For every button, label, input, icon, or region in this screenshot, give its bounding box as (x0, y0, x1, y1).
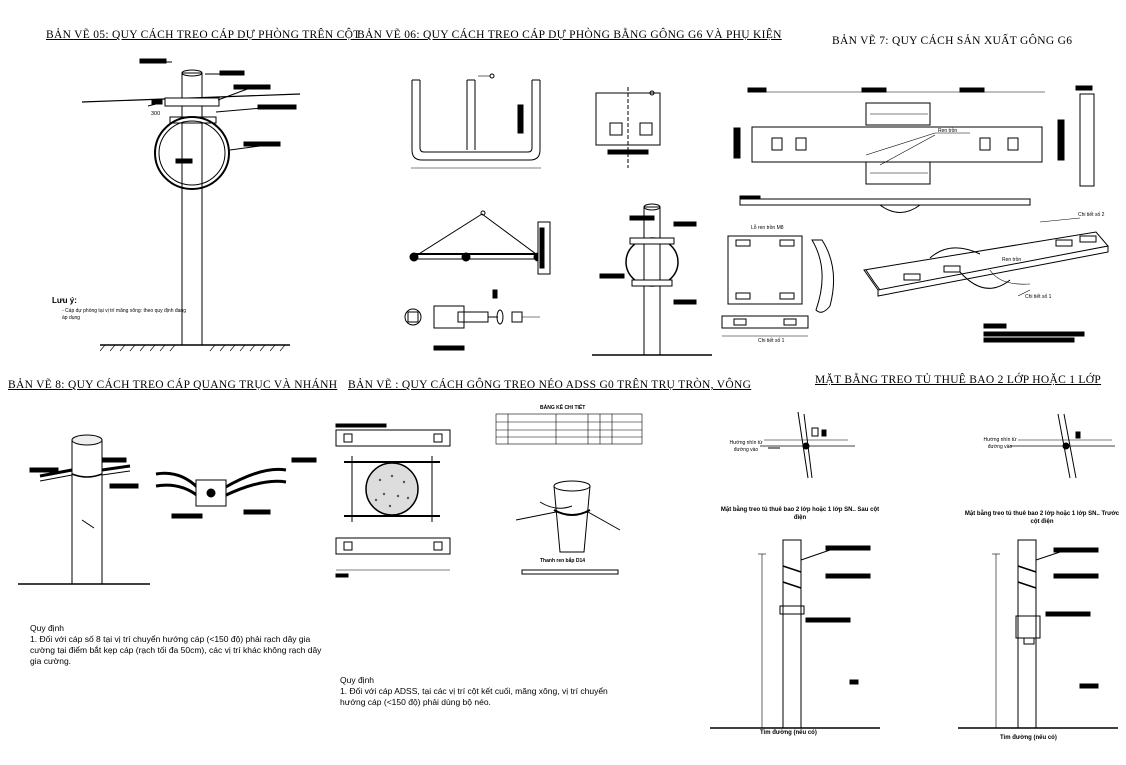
rules-mid-heading: Quy định (340, 675, 375, 685)
dwg07-label-f: Ren trồn (1002, 257, 1022, 263)
plan-road-left: Tim đường (nếu có) (760, 730, 817, 736)
rules-left-body: 1. Đối với cáp số 8 tại vị trí chuyển hư… (30, 634, 322, 666)
dwg07-label-e: Chi tiết số 1 (1025, 294, 1052, 300)
dwg05-note-body: - Cáp dự phòng tại vị trí măng xông: the… (62, 308, 186, 321)
dwg07-label-d: Chi tiết số 2 (1078, 212, 1105, 218)
dwg07-label-a: Ren trồn (938, 128, 958, 134)
drawing-06-title: BẢN VẼ 06: QUY CÁCH TREO CÁP DỰ PHÒNG BẰ… (357, 29, 782, 41)
drawing-08 (18, 434, 317, 585)
drawing-05-title: BẢN VẼ 05: QUY CÁCH TREO CÁP DỰ PHÒNG TR… (46, 29, 361, 41)
drawing-05 (81, 58, 301, 352)
dwg05-dimension-300: 300 (151, 111, 161, 117)
plan-caption-right: Mặt bằng treo tủ thuê bao 2 lớp hoặc 1 l… (964, 511, 1120, 525)
dwg05-note-title: Lưu ý: (52, 296, 77, 305)
drawing-plan-title: MẶT BẰNG TREO TỦ THUÊ BAO 2 LỚP HOẶC 1 L… (815, 374, 1102, 386)
drawing-08-title: BẢN VẼ 8: QUY CÁCH TREO CÁP QUANG TRỤC V… (8, 379, 338, 391)
drawing-adss-title: BẢN VẼ : QUY CÁCH GÔNG TREO NÉO ADSS G0 … (348, 379, 752, 391)
drawing-07 (721, 85, 1109, 343)
adss-table-title: BẢNG KÊ CHI TIẾT (540, 405, 586, 411)
adss-clamp-label: Thanh ren bắp D14 (540, 558, 586, 564)
drawing-plan (710, 411, 1118, 729)
dwg07-label-b: Lỗ ren trồn M8 (751, 225, 784, 231)
drawing-06 (404, 73, 712, 356)
dwg07-label-c: Chi tiết số 1 (758, 338, 785, 344)
plan-road-right: Tim đường (nếu có) (1000, 735, 1057, 741)
plan-caption-left: Mặt bằng treo tủ thuê bao 2 lớp hoặc 1 l… (720, 507, 880, 521)
drawing-adss (335, 413, 643, 578)
drawing-07-title: BẢN VẼ 7: QUY CÁCH SẢN XUẤT GÔNG G6 (832, 35, 1073, 47)
plan-direction-right: Hướng nhìn từ đường vào (983, 437, 1017, 450)
rules-left-heading: Quy định (30, 623, 65, 633)
rules-mid-body: 1. Đối với cáp ADSS, tại các vị trí cột … (340, 686, 608, 707)
plan-direction-left: Hướng nhìn từ đường vào (729, 440, 763, 453)
